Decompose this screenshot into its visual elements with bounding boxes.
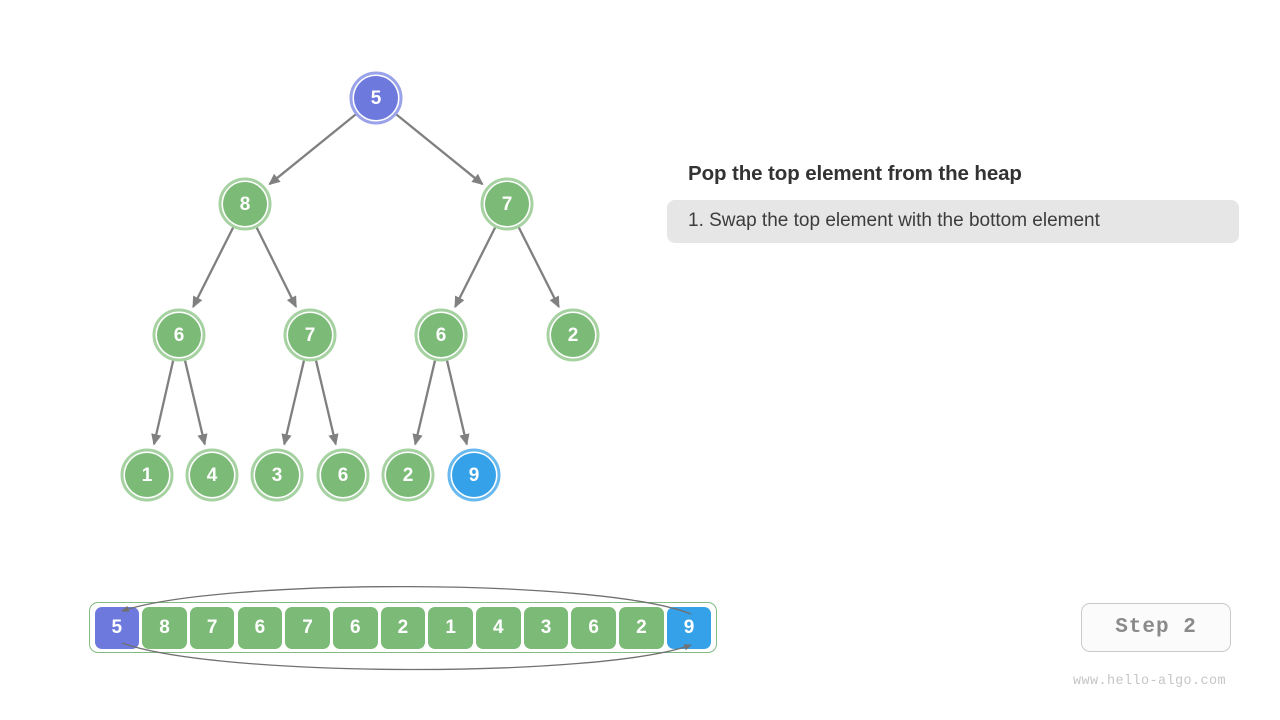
tree-node-value: 6 <box>338 465 349 486</box>
tree-node: 1 <box>120 448 174 502</box>
page-title: Pop the top element from the heap <box>688 162 1022 185</box>
tree-node-circle <box>551 313 595 357</box>
tree-edge-n5-n11 <box>412 359 437 446</box>
tree-node-value: 6 <box>174 325 185 346</box>
tree-node-circle <box>452 453 496 497</box>
tree-node-circle <box>125 453 169 497</box>
tree-edge-n0-n1 <box>268 113 357 186</box>
tree-node-circle <box>255 453 299 497</box>
tree-node-circle <box>354 76 398 120</box>
tree-node-ring <box>447 448 501 502</box>
array-cell: 4 <box>476 606 521 649</box>
instruction-panel: Pop the top element from the heap 1. Swa… <box>667 162 1239 244</box>
array-cell: 2 <box>619 606 664 649</box>
tree-node-value: 4 <box>207 465 218 486</box>
tree-node-ring <box>349 71 403 125</box>
tree-node-ring <box>316 448 370 502</box>
tree-node: 2 <box>381 448 435 502</box>
tree-edge-n3-n8 <box>183 359 208 446</box>
tree-node-circle <box>223 182 267 226</box>
tree-node: 9 <box>447 448 501 502</box>
tree-node-circle <box>157 313 201 357</box>
array-cell: 2 <box>380 606 426 649</box>
tree-node-ring <box>283 308 337 362</box>
tree-node-value: 1 <box>142 465 153 486</box>
tree-node-ring <box>480 177 534 231</box>
tree-edge-n0-n2 <box>395 113 484 186</box>
tree-node-ring <box>381 448 435 502</box>
tree-edge-n1-n3 <box>192 226 235 309</box>
tree-node-value: 2 <box>568 325 579 346</box>
tree-node: 6 <box>316 448 370 502</box>
array-cell: 7 <box>285 606 330 649</box>
tree-node-circle <box>386 453 430 497</box>
tree-edge-n4-n10 <box>314 359 339 446</box>
tree-node-circle <box>321 453 365 497</box>
watermark-url: www.hello-algo.com <box>1073 674 1227 689</box>
tree-node-ring <box>152 308 206 362</box>
current-step-description: 1. Swap the top element with the bottom … <box>667 199 1239 244</box>
tree-node-value: 2 <box>403 465 414 486</box>
tree-node: 7 <box>480 177 534 231</box>
tree-node-circle <box>485 182 529 226</box>
tree-node-ring <box>120 448 174 502</box>
tree-node-value: 5 <box>371 88 382 109</box>
tree-edge-n3-n7 <box>151 359 175 446</box>
tree-node-circle <box>288 313 332 357</box>
array-cell: 6 <box>571 606 616 649</box>
tree-edge-n2-n5 <box>454 226 497 309</box>
tree-node-ring <box>546 308 600 362</box>
array-cell: 1 <box>428 606 473 649</box>
tree-node-value: 7 <box>502 194 513 215</box>
tree-edge-n2-n6 <box>517 226 560 309</box>
tree-node-circle <box>419 313 463 357</box>
array-cell: 6 <box>237 606 283 649</box>
tree-node: 3 <box>250 448 304 502</box>
tree-edge-n5-n12 <box>445 359 470 446</box>
tree-edge-group <box>151 113 560 446</box>
array-cell: 5 <box>94 606 140 649</box>
tree-node-ring <box>185 448 239 502</box>
tree-edge-n4-n9 <box>281 359 306 446</box>
tree-node-value: 7 <box>305 325 316 346</box>
tree-node-ring <box>218 177 272 231</box>
array-cell: 7 <box>189 606 235 649</box>
step-badge: Step 2 <box>1081 603 1231 652</box>
tree-node-ring <box>414 308 468 362</box>
tree-node-value: 3 <box>272 465 283 486</box>
tree-node-value: 8 <box>240 194 251 215</box>
tree-node-group: 5 8 7 6 7 6 2 1 4 3 6 2 9 <box>120 71 600 502</box>
array-cell: 3 <box>523 606 569 649</box>
tree-node: 7 <box>283 308 337 362</box>
array-cell: 8 <box>142 606 187 649</box>
tree-node-value: 6 <box>436 325 447 346</box>
tree-node: 5 <box>349 71 403 125</box>
tree-node: 6 <box>414 308 468 362</box>
tree-edge-n1-n4 <box>255 226 298 309</box>
tree-node-value: 9 <box>469 465 480 486</box>
tree-node: 6 <box>152 308 206 362</box>
array-cell: 9 <box>666 606 712 649</box>
tree-node-circle <box>190 453 234 497</box>
tree-node: 8 <box>218 177 272 231</box>
tree-node-ring <box>250 448 304 502</box>
tree-node: 2 <box>546 308 600 362</box>
array-cell: 6 <box>333 606 378 649</box>
tree-node: 4 <box>185 448 239 502</box>
